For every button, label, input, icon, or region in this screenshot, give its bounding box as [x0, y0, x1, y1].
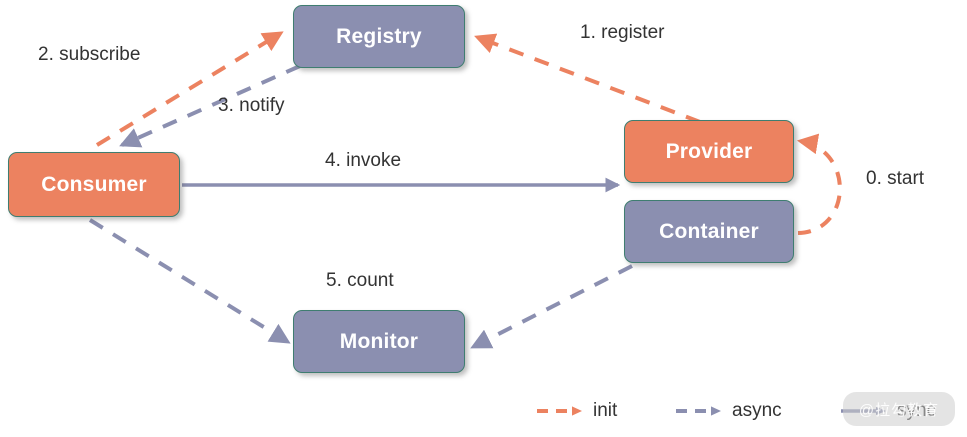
node-provider-label: Provider — [665, 139, 753, 163]
edge-count-container-line — [470, 264, 633, 349]
legend-init-label: init — [593, 400, 618, 421]
node-container-label: Container — [659, 219, 759, 243]
legend-async-line-icon — [676, 406, 721, 416]
legend-item-sync: sync — [840, 400, 936, 422]
node-consumer[interactable]: Consumer — [8, 152, 180, 217]
edge-subscribe-line — [95, 31, 284, 147]
node-monitor-label: Monitor — [339, 329, 419, 353]
edge-notify-line — [119, 64, 301, 148]
node-registry[interactable]: Registry — [293, 5, 465, 68]
node-consumer-label: Consumer — [41, 172, 147, 196]
edge-label-invoke: 4. invoke — [325, 150, 402, 171]
node-provider[interactable]: Provider — [624, 120, 794, 183]
edge-label-register: 1. register — [580, 22, 665, 43]
legend-item-async: async — [675, 400, 782, 422]
legend-init-line-icon — [537, 406, 582, 416]
legend-item-init: init — [536, 400, 617, 422]
node-container[interactable]: Container — [624, 200, 794, 263]
edge-label-count: 5. count — [326, 270, 394, 291]
edge-label-subscribe: 2. subscribe — [38, 44, 141, 65]
edge-register-line — [474, 33, 701, 124]
edge-label-notify: 3. notify — [218, 95, 285, 116]
edge-label-start: 0. start — [866, 168, 925, 189]
legend-sync-label: sync — [897, 400, 937, 421]
legend-sync-line-icon — [841, 407, 886, 415]
edge-count-line — [88, 218, 291, 344]
node-monitor[interactable]: Monitor — [293, 310, 465, 373]
legend-async-label: async — [732, 400, 782, 421]
node-registry-label: Registry — [336, 24, 422, 48]
edge-start-line — [796, 133, 842, 235]
